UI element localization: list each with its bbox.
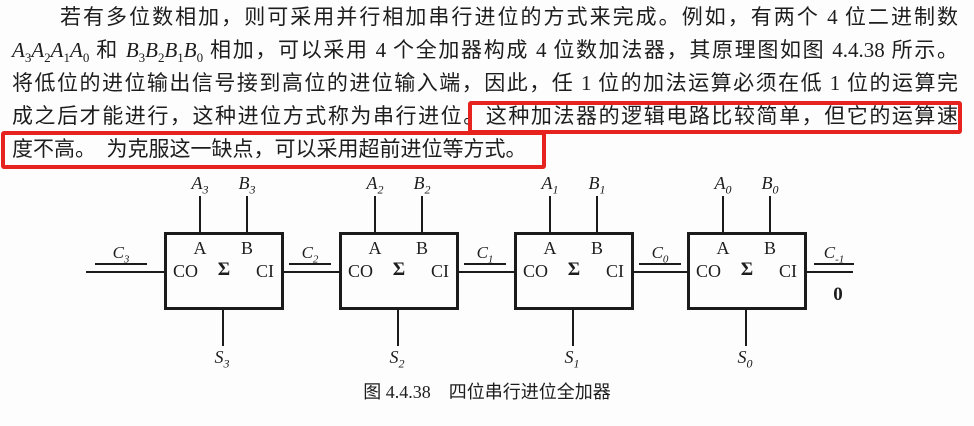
input-label-a3: A3 [191,173,209,197]
paragraph-line-4: 成之后才能进行，这种进位方式称为串行进位。这种加法器的逻辑电路比较简单，但它的运… [12,104,958,128]
carry-wire-c0 [634,271,687,273]
paragraph-line-3: 将低位的进位输出信号接到高位的进位输入端，因此，任 1 位的加法运算必须在低 1… [12,71,958,95]
port-co-label: CO [173,261,199,281]
port-a-label: A [716,238,730,258]
sum-label-s2: S2 [389,347,405,371]
adder-box: A B CO Σ CI [164,232,284,310]
carry-label-c1: C1 [464,243,506,265]
figure-title: 四位串行进位全加器 [448,382,611,402]
input-wire-b [246,196,248,232]
figure-number: 图 4.4.38 [363,382,431,402]
input-wire-a [374,196,376,232]
port-ci-label: CI [779,261,797,281]
port-ci-label: CI [256,261,274,281]
port-a-label: A [193,238,207,258]
carry-label-c-1: C-1 [814,243,854,265]
highlight-box-top [468,101,962,134]
full-adder-bit0: A0 B0 A B CO Σ CI S0 [687,170,807,376]
port-co-label: CO [696,261,722,281]
carry-wire-c3 [86,271,164,273]
paragraph-line-2: A3A2A1A0 和 B3B2B1B0 相加，可以采用 4 个全加器构成 4 位… [12,38,959,66]
input-wire-b [421,196,423,232]
highlight-box-bottom [1,131,546,169]
input-wire-b [769,196,771,232]
port-sum-label: Σ [392,259,406,280]
full-adder-bit2: A2 B2 A B CO Σ CI S2 [339,170,459,376]
port-a-label: A [368,238,382,258]
sum-label-s1: S1 [564,347,580,371]
input-label-a0: A0 [714,173,732,197]
input-wire-a [549,196,551,232]
port-b-label: B [590,238,603,258]
input-label-b3: B3 [238,173,256,197]
sum-wire [572,310,574,346]
port-sum-label: Σ [217,259,231,280]
sum-wire [745,310,747,346]
adder-box: A B CO Σ CI [339,232,459,310]
port-co-label: CO [523,261,549,281]
carry-wire-c1 [459,271,514,273]
input-label-a1: A1 [541,173,559,197]
carry-label-c0: C0 [639,243,681,265]
carry-wire-c-1 [807,271,853,273]
sum-label-s3: S3 [214,347,230,371]
port-b-label: B [415,238,428,258]
adder-box: A B CO Σ CI [514,232,634,310]
paragraph-line-5: 度不高。 为克服这一缺点，可以采用超前进位等方式。 [12,137,527,161]
carry-label-c2: C2 [289,243,331,265]
input-wire-a [199,196,201,232]
full-adder-bit3: A3 B3 A B CO Σ CI S3 [164,170,284,376]
input-wire-b [596,196,598,232]
input-wire-a [722,196,724,232]
input-label-a2: A2 [366,173,384,197]
port-ci-label: CI [431,261,449,281]
sum-wire [222,310,224,346]
input-label-b2: B2 [413,173,431,197]
full-adder-bit1: A1 B1 A B CO Σ CI S1 [514,170,634,376]
port-a-label: A [543,238,557,258]
sum-wire [397,310,399,346]
adder-box: A B CO Σ CI [687,232,807,310]
paragraph-line-1: 若有多位数相加，则可采用并行相加串行进位的方式来完成。例如，有两个 4 位二进制… [60,5,958,29]
input-label-b1: B1 [588,173,606,197]
sum-label-s0: S0 [737,347,753,371]
port-sum-label: Σ [567,259,581,280]
initial-carry-zero: 0 [833,284,843,305]
carry-wire-c2 [284,271,339,273]
port-co-label: CO [348,261,374,281]
figure-caption: 图 4.4.38 四位串行进位全加器 [0,378,974,404]
port-b-label: B [240,238,253,258]
port-ci-label: CI [606,261,624,281]
input-label-b0: B0 [761,173,779,197]
port-b-label: B [763,238,776,258]
port-sum-label: Σ [740,259,754,280]
carry-label-c3: C3 [95,243,147,265]
